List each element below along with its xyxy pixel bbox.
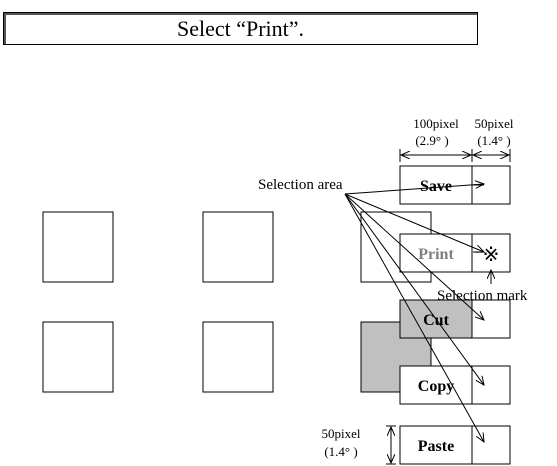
menu-item-save-label: Save	[420, 178, 452, 195]
menu-item-copy-label: Copy	[418, 378, 454, 395]
cut-selection-area[interactable]	[471, 299, 511, 339]
icon-square-4[interactable]	[42, 321, 114, 393]
menu-item-cut-label: Cut	[423, 312, 449, 329]
width-side-deg-label: (1.4° )	[477, 133, 510, 148]
instruction-text: Select “Print”.	[176, 15, 305, 41]
height-dimension-arrow	[386, 425, 396, 465]
selection-arrows	[344, 184, 484, 442]
icon-square-5[interactable]	[202, 321, 274, 393]
height-px-label: 50pixel	[322, 426, 361, 441]
selection-mark-label: Selection mark	[437, 288, 528, 304]
selection-mark-icon: ※	[483, 244, 500, 266]
menu-item-print-label: Print	[418, 246, 454, 263]
height-deg-label: (1.4° )	[324, 444, 357, 459]
copy-selection-area[interactable]	[471, 365, 511, 405]
print-selection-area[interactable]	[471, 233, 511, 273]
width-main-px-label: 100pixel	[413, 116, 459, 131]
width-dimension-arrows	[399, 149, 511, 162]
menu-print-box[interactable]	[399, 233, 473, 273]
menu-paste-box[interactable]	[399, 425, 473, 465]
instruction-box: Select “Print”.	[3, 12, 478, 45]
width-side-px-label: 50pixel	[475, 116, 514, 131]
width-main-deg-label: (2.9° )	[415, 133, 448, 148]
icon-square-1[interactable]	[42, 211, 114, 283]
menu-save-box[interactable]	[399, 165, 473, 205]
menu-item-paste-label: Paste	[418, 438, 454, 455]
icon-square-2[interactable]	[202, 211, 274, 283]
selection-area-label: Selection area	[258, 177, 343, 193]
